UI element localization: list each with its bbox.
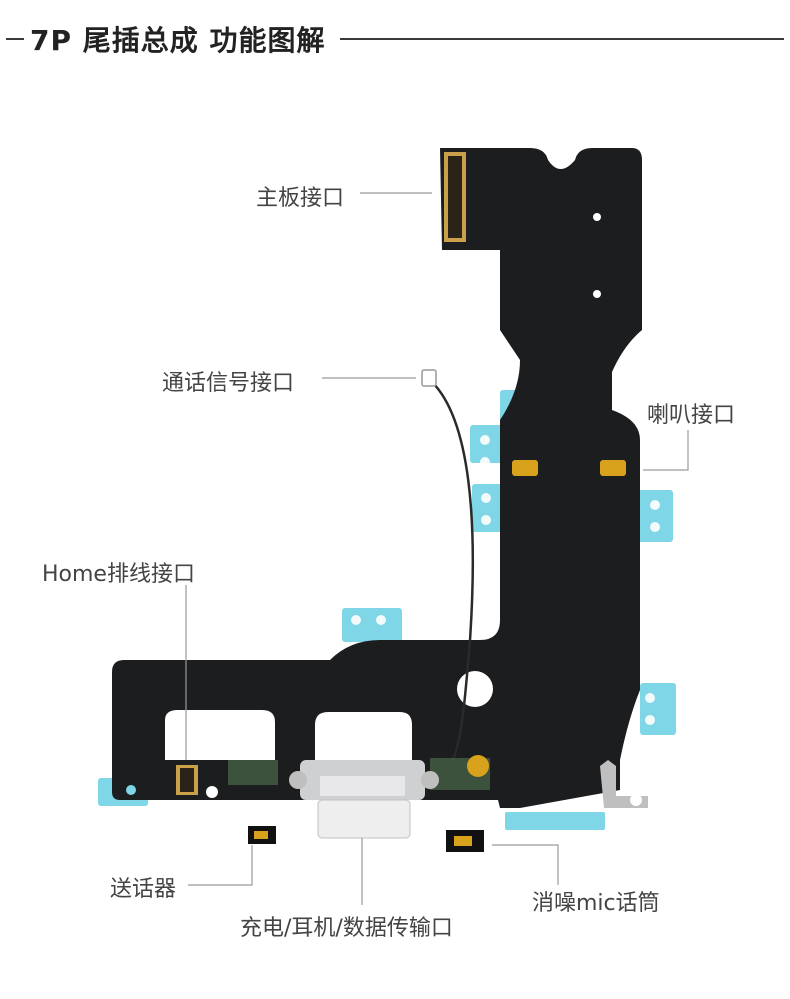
header: 7P 尾插总成 功能图解: [0, 0, 790, 80]
speaker-pad-right: [600, 460, 626, 476]
home-connector: [176, 765, 198, 795]
label-charging: 充电/耳机/数据传输口: [240, 916, 453, 941]
charging-port: [289, 760, 439, 839]
pcb-body: [112, 148, 642, 808]
gold-ring: [467, 755, 489, 777]
antenna-connector: [421, 369, 437, 387]
label-speaker: 喇叭接口: [647, 403, 736, 428]
callout-lines: [185, 192, 689, 905]
antenna-cable: [431, 381, 475, 763]
label-signal: 通话信号接口: [162, 371, 295, 396]
label-transmitter: 送话器: [110, 877, 177, 902]
speaker-pad-left: [512, 460, 538, 476]
label-mainboard: 主板接口: [256, 186, 345, 211]
header-rule-right: [340, 38, 784, 40]
mainboard-connector: [444, 152, 466, 242]
label-home: Home排线接口: [42, 562, 195, 587]
page-title: 7P 尾插总成 功能图解: [30, 24, 326, 57]
label-noise-mic: 消噪mic话筒: [532, 891, 660, 916]
header-rule-left: [6, 38, 24, 40]
